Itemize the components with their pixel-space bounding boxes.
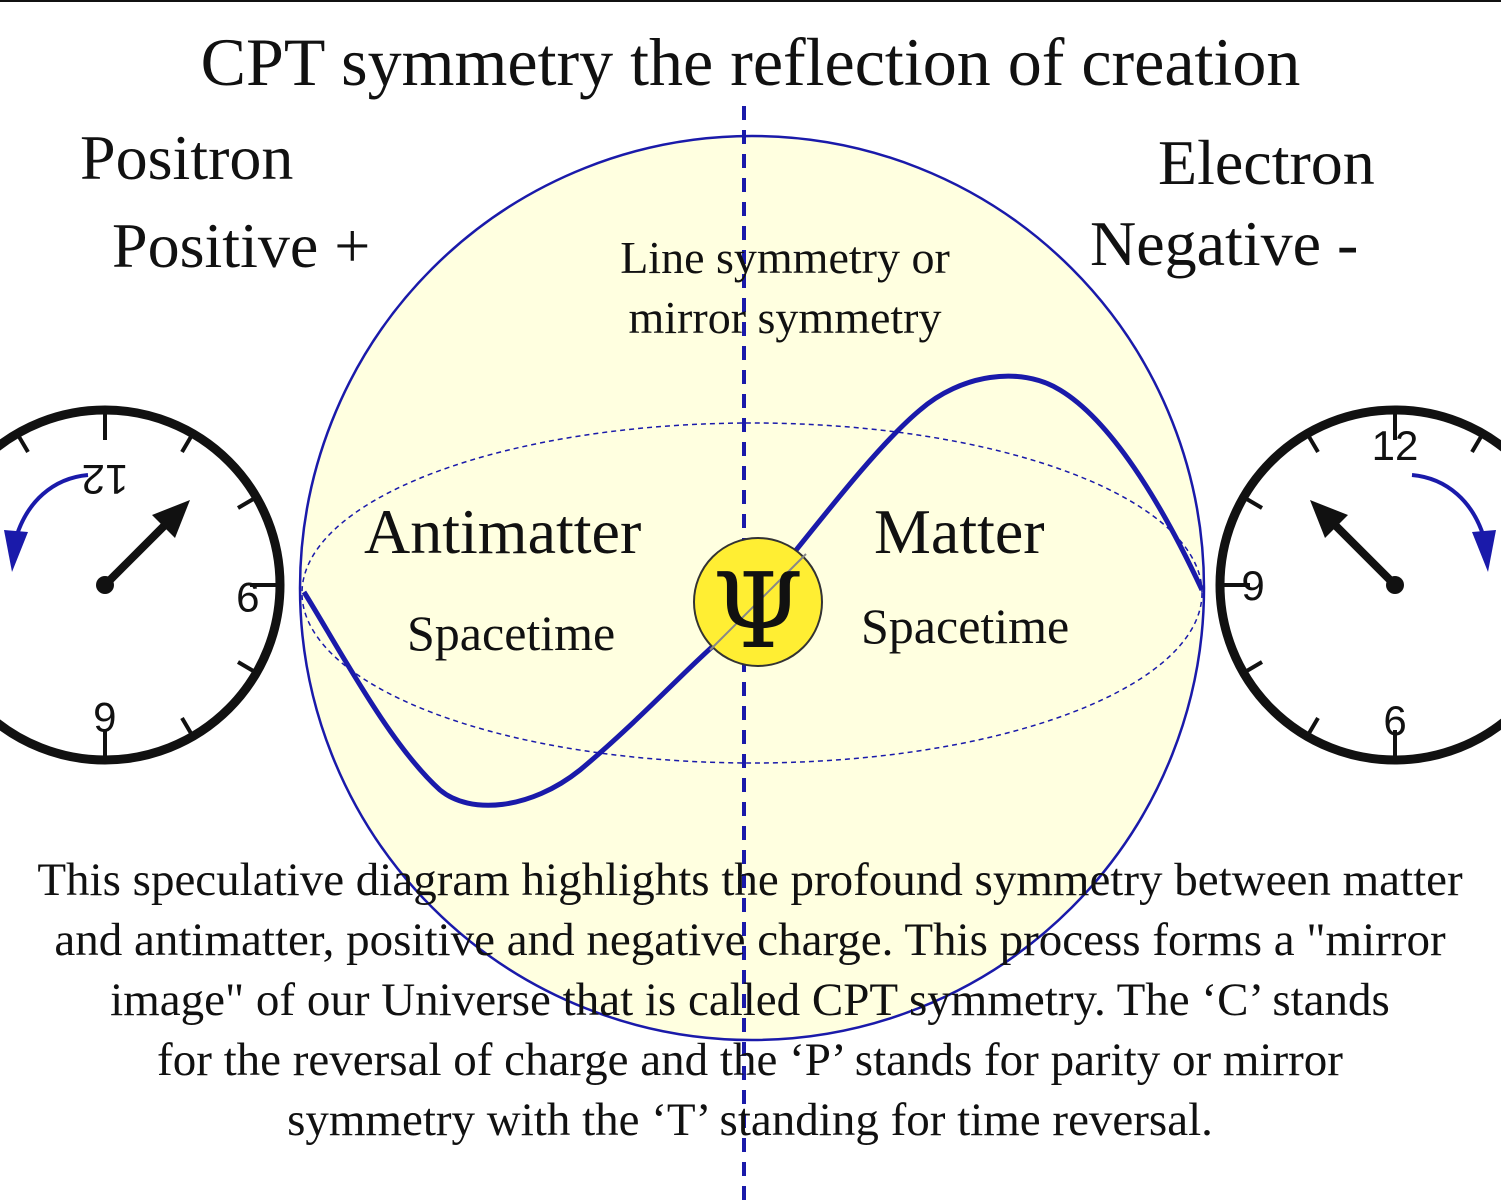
matter-spacetime-label: Spacetime (861, 601, 1069, 651)
electron-label: Electron (1158, 131, 1375, 195)
caption-line: image" of our Universe that is called CP… (0, 970, 1501, 1030)
caption-line: for the reversal of charge and the ‘P’ s… (0, 1030, 1501, 1090)
right-clock: 12 9 6 (1220, 410, 1501, 760)
caption-line: This speculative diagram highlights the … (0, 850, 1501, 910)
diagram-title: CPT symmetry the reflection of creation (0, 28, 1501, 96)
antimatter-spacetime-label: Spacetime (407, 608, 615, 658)
svg-text:9: 9 (1241, 562, 1264, 609)
caption-line: and antimatter, positive and negative ch… (0, 910, 1501, 970)
svg-text:9: 9 (236, 574, 259, 621)
svg-text:6: 6 (1383, 697, 1406, 744)
matter-label: Matter (874, 500, 1045, 564)
antimatter-label: Antimatter (364, 500, 641, 564)
svg-text:12: 12 (82, 456, 129, 503)
negative-charge-label: Negative - (1090, 212, 1358, 276)
positron-label: Positron (80, 126, 293, 190)
caption-line: symmetry with the ‘T’ standing for time … (0, 1090, 1501, 1150)
svg-text:12: 12 (1372, 422, 1419, 469)
psi-symbol: Ψ (712, 550, 803, 672)
svg-text:6: 6 (93, 694, 116, 741)
caption-text: This speculative diagram highlights the … (0, 850, 1501, 1150)
left-clock: 12 9 6 (0, 410, 280, 760)
mirror-symmetry-label: Line symmetry or mirror symmetry (585, 228, 985, 348)
positive-charge-label: Positive + (112, 214, 370, 278)
